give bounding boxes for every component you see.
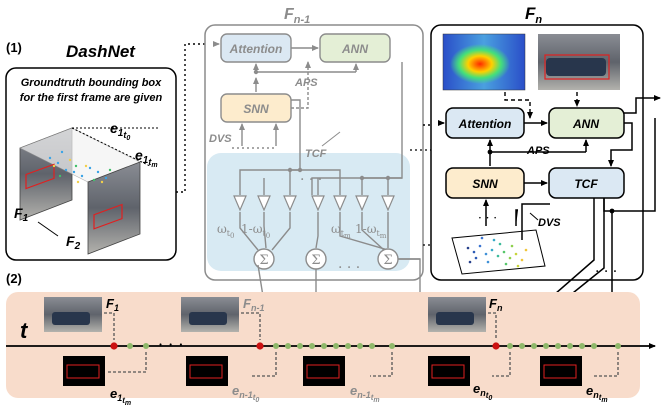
dashnet-title: DashNet [66, 42, 136, 61]
svg-text:e1t0: e1t0 [110, 120, 130, 142]
timeline-fn-label: Fn [489, 296, 503, 313]
fn1-title: Fn-1 [284, 6, 310, 26]
fn-tcf-block [548, 167, 625, 199]
svg-text:ωt0: ωt0 [217, 222, 234, 240]
svg-text:Fn: Fn [525, 4, 542, 26]
fn-dvs-label: DVS [538, 217, 561, 229]
svg-text:Σ: Σ [259, 253, 268, 268]
timeline-frame-leads [104, 312, 497, 340]
events-to-tcf-link [521, 203, 550, 240]
timeline-entm-label: entm [586, 383, 608, 404]
fn1-weight-w-t0: ωt0 [217, 222, 234, 240]
svg-text:ent0: ent0 [473, 381, 492, 402]
fn-aps-label: APS [526, 145, 550, 157]
fn1-weight-1-w-t0: 1-ωt0 [241, 222, 270, 240]
fn-snn-label: SNN [472, 177, 498, 191]
fn1-tcf-junctions [287, 167, 391, 181]
timeline-frame-fn [428, 297, 486, 332]
fn1-weight-1-w-tm: 1-ωtm [355, 222, 387, 240]
svg-text:en-1tm: en-1tm [350, 383, 380, 404]
svg-text:e1tm: e1tm [110, 386, 131, 407]
fn1-attention-label: Attention [229, 42, 283, 56]
timeline-f1-label: F1 [106, 296, 119, 313]
timeline-frame-f1 [44, 297, 102, 332]
timeline-fn1-label: Fn-1 [243, 296, 264, 313]
svg-text:1-ωtm: 1-ωtm [355, 222, 387, 240]
fn-tcf-output-line [624, 118, 656, 212]
svg-text:e1tm: e1tm [135, 147, 158, 169]
fn1-aps-label: APS [294, 77, 318, 89]
timeline-e1tm-label: e1tm [110, 386, 131, 407]
svg-text:Σ: Σ [311, 253, 320, 268]
svg-text:Fn: Fn [489, 296, 503, 313]
fn1-sum-dots: · · · [338, 260, 360, 276]
fn-tracked-car-image [538, 34, 620, 90]
timeline-event-frame-e1tm [63, 356, 105, 386]
timeline-event-leads [108, 352, 619, 377]
dashnet-e1tm-label: e1tm [135, 147, 158, 169]
timeline-en1tm-label: en-1tm [350, 383, 380, 404]
fn1-sum-node-2: Σ [305, 248, 327, 270]
svg-text:1-ωt0: 1-ωt0 [241, 222, 270, 240]
svg-text:F2: F2 [66, 233, 81, 252]
fn1-weight-triangles [233, 195, 395, 212]
fn-ann-label: ANN [572, 117, 599, 131]
fn-tcf-label: TCF [574, 177, 598, 191]
dashnet-f2-label: F2 [66, 233, 81, 252]
fn1-tcf-label: TCF [305, 148, 327, 160]
svg-text:Fn-1: Fn-1 [284, 6, 310, 26]
fn-ann-to-tcf-arrow [608, 122, 633, 167]
fn-dvs-event-cloud [451, 229, 546, 275]
fn-attention-label: Attention [458, 117, 512, 131]
timeline-frame-fn1 [181, 297, 239, 332]
timeline-event-frame-entm [540, 356, 582, 386]
svg-text:ωtm: ωtm [331, 222, 351, 240]
svg-text:en-1t0: en-1t0 [232, 383, 259, 404]
dashnet-note-line1: Groundtruth bounding box [21, 77, 162, 89]
svg-text:F1: F1 [14, 205, 29, 224]
svg-text:Σ: Σ [383, 253, 392, 268]
fn1-snn-to-attention-arrow [291, 61, 311, 109]
fn1-sum-node-3: Σ [377, 248, 399, 270]
svg-text:Fn-1: Fn-1 [243, 296, 264, 313]
dashnet-f1-label: F1 [14, 205, 29, 224]
timeline-en1t0-label: en-1t0 [232, 383, 259, 404]
timeline-event-frame-ent0 [428, 356, 470, 386]
fn-ann-output-arrow [624, 95, 661, 114]
fn1-ann-label: ANN [341, 42, 368, 56]
svg-text:entm: entm [586, 383, 608, 404]
fn-event-dots: · · · [478, 211, 497, 225]
fn1-dvs-label: DVS [209, 133, 232, 145]
timeline-event-points [110, 342, 621, 350]
f1-f2-connector [37, 221, 59, 237]
dashnet-note-line2: for the first frame are given [20, 92, 163, 104]
timeline-event-frame-en1t0 [186, 356, 228, 386]
section-1-label: (1) [6, 40, 22, 55]
timeline-event-frame-en1tm [303, 356, 345, 386]
fn1-weight-w-tm: ωtm [331, 222, 351, 240]
fn-title: Fn [525, 4, 542, 26]
fn1-ann-block [319, 33, 391, 63]
timeline-ent0-label: ent0 [473, 381, 492, 402]
fn1-snn-label: SNN [243, 102, 269, 116]
fn1-tcf-dots: · · · [300, 172, 322, 188]
timeline-dots: · · · [158, 335, 183, 354]
timeline-t-label: t [20, 318, 29, 343]
dashnet-to-fn1-arrow [176, 41, 213, 193]
section-2-label: (2) [6, 271, 22, 286]
fn-attention-heatmap-image [442, 33, 526, 91]
event-volume-illustration [19, 127, 158, 255]
heatmap-to-attention-link [504, 92, 533, 119]
svg-text:F1: F1 [106, 296, 119, 313]
dashnet-e1t0-label: e1t0 [110, 120, 130, 142]
fn1-sum-node-1: Σ [253, 248, 275, 270]
